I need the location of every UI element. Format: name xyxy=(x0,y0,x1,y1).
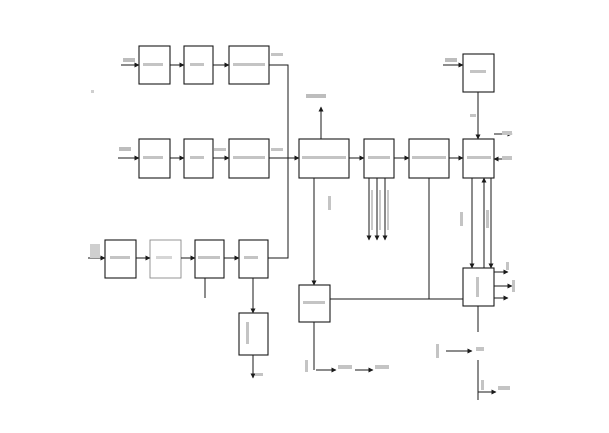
label-rb-outs xyxy=(506,262,515,292)
stray-mark xyxy=(91,90,94,93)
label-b1 xyxy=(303,301,325,304)
label-r3-step2 xyxy=(156,256,172,259)
label-right-bottom xyxy=(476,277,479,297)
label-c2 xyxy=(368,156,390,159)
label-r1-out xyxy=(271,53,283,56)
label-rb-mid xyxy=(476,347,484,351)
label-c1 xyxy=(302,156,346,159)
label-b-3 xyxy=(375,365,389,369)
node-r3-sub xyxy=(238,312,269,356)
label-right-mid xyxy=(470,114,476,117)
label-right-top-src xyxy=(445,58,457,62)
label-vert-1 xyxy=(460,212,463,226)
label-r1-step3 xyxy=(233,63,265,66)
central-chain xyxy=(298,94,495,286)
label-r3-step3 xyxy=(198,256,220,259)
label-c4 xyxy=(467,156,491,159)
row-3 xyxy=(88,160,289,379)
label-r1-step1 xyxy=(143,63,163,66)
label-r3-step4 xyxy=(244,256,258,259)
bottom-chain xyxy=(298,178,463,373)
label-r1-source xyxy=(123,58,135,62)
c2-down-arrows xyxy=(366,178,389,241)
label-right-in-1 xyxy=(502,156,512,160)
label-r3-sub xyxy=(246,322,249,344)
label-b-2 xyxy=(338,365,352,369)
label-c1-top xyxy=(306,94,326,98)
edge-r3-4-up xyxy=(268,160,289,259)
label-right-top xyxy=(470,70,486,73)
label-r2-mid xyxy=(214,148,226,151)
label-r2-step3 xyxy=(233,156,265,159)
label-b-1 xyxy=(305,360,308,372)
label-r2-source xyxy=(119,147,131,151)
label-rb-bottom xyxy=(481,380,484,390)
row-2 xyxy=(118,138,300,179)
label-right-out-1 xyxy=(502,131,512,135)
row-1 xyxy=(121,45,289,160)
label-rb-left xyxy=(436,344,439,358)
edge-r1-out xyxy=(269,64,289,160)
label-rb-out xyxy=(498,386,510,390)
label-r2-out xyxy=(271,148,283,151)
label-vert-2 xyxy=(486,210,489,228)
label-r3-bottom xyxy=(255,373,263,376)
label-r1-step2 xyxy=(190,63,204,66)
label-r3-source xyxy=(90,244,100,258)
label-r2-step2 xyxy=(190,156,204,159)
label-c1-side xyxy=(328,196,331,210)
label-r2-step1 xyxy=(143,156,163,159)
right-column xyxy=(436,53,515,400)
label-r3-step1 xyxy=(110,256,130,259)
label-c3 xyxy=(412,156,446,159)
